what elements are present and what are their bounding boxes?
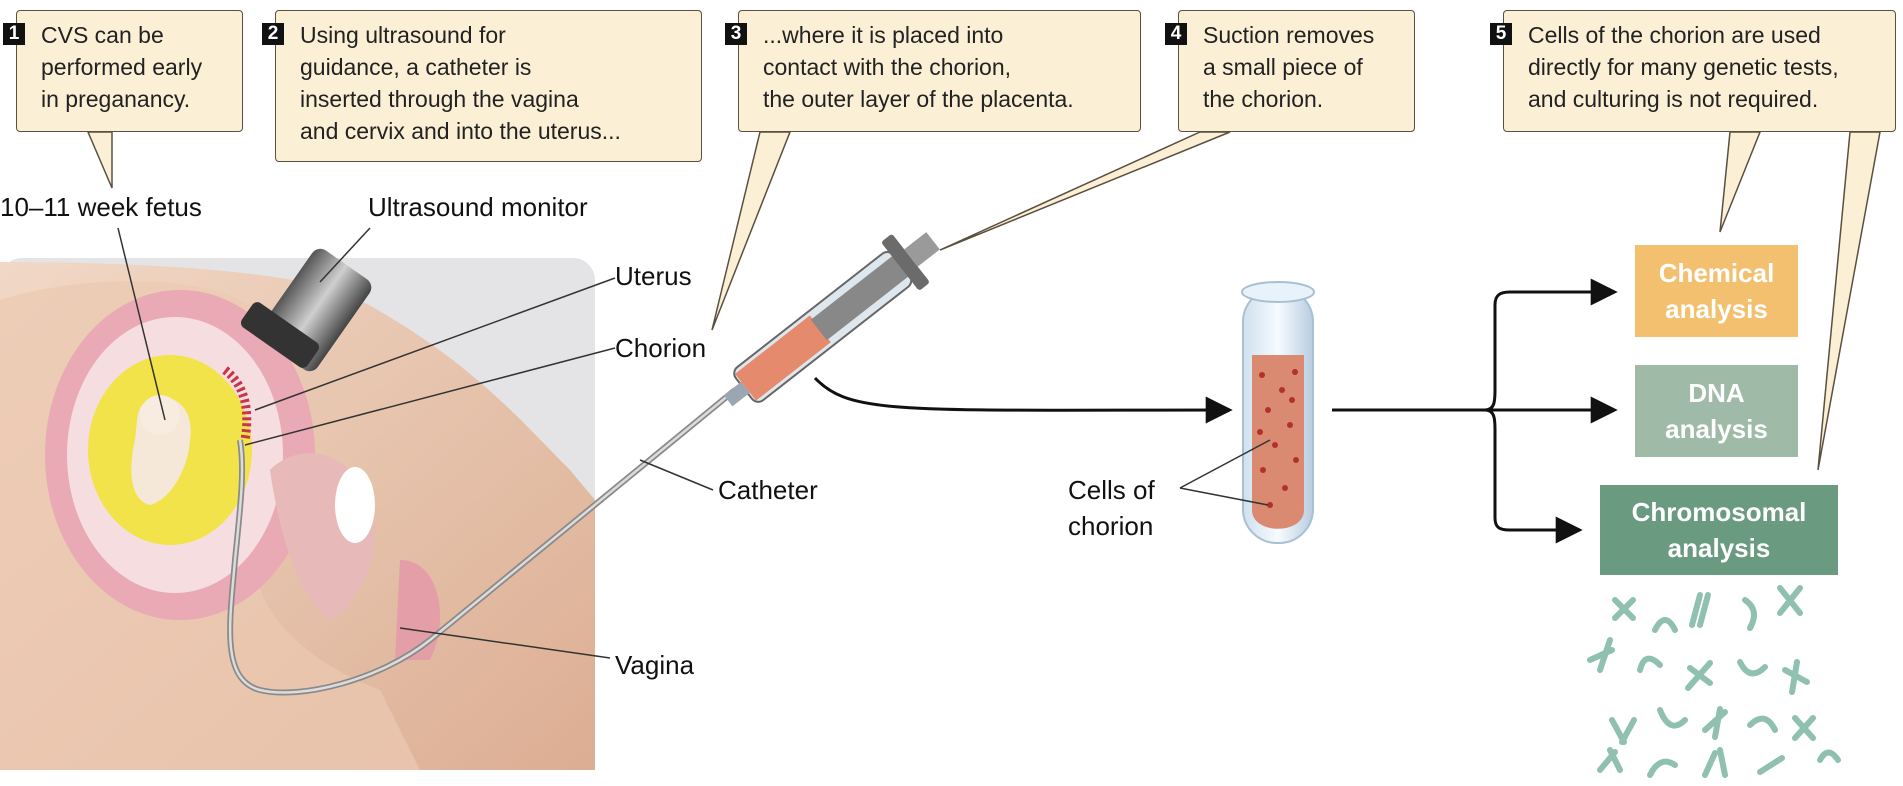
label-chorion: Chorion [615,330,706,366]
step-number-badge: 1 [3,23,25,45]
label-fetus: 10–11 week fetus [0,189,202,225]
chromosomal-analysis-box: Chromosomal analysis [1600,485,1838,575]
callout-text: ...where it is placed into contact with … [749,19,1130,115]
step-number-badge: 4 [1165,23,1187,45]
syringe-icon [709,216,952,425]
label-cells-of-chorion: Cells of chorion [1068,472,1155,544]
test-tube-icon [1242,282,1314,543]
callout-step-4: 4 Suction removes a small piece of the c… [1178,10,1415,132]
callout-text: Cells of the chorion are used directly f… [1514,19,1885,115]
callout-step-1: 1 CVS can be performed early in preganan… [16,10,243,132]
label-vagina: Vagina [615,647,694,683]
dna-analysis-box: DNA analysis [1635,365,1798,457]
step-number-badge: 2 [262,23,284,45]
callout-text: Suction removes a small piece of the cho… [1189,19,1404,115]
callout-text: Using ultrasound for guidance, a cathete… [286,19,691,147]
label-uterus: Uterus [615,258,692,294]
chemical-analysis-box: Chemical analysis [1635,245,1798,337]
label-ultrasound-monitor: Ultrasound monitor [368,189,588,225]
callout-step-5: 5 Cells of the chorion are used directly… [1503,10,1896,132]
chromosomes-icon [1590,588,1838,775]
callout-step-3: 3 ...where it is placed into contact wit… [738,10,1141,132]
callout-step-2: 2 Using ultrasound for guidance, a cathe… [275,10,702,162]
step-number-badge: 3 [725,23,747,45]
callout-text: CVS can be performed early in preganancy… [27,19,232,115]
step-number-badge: 5 [1490,23,1512,45]
label-catheter: Catheter [718,472,818,508]
